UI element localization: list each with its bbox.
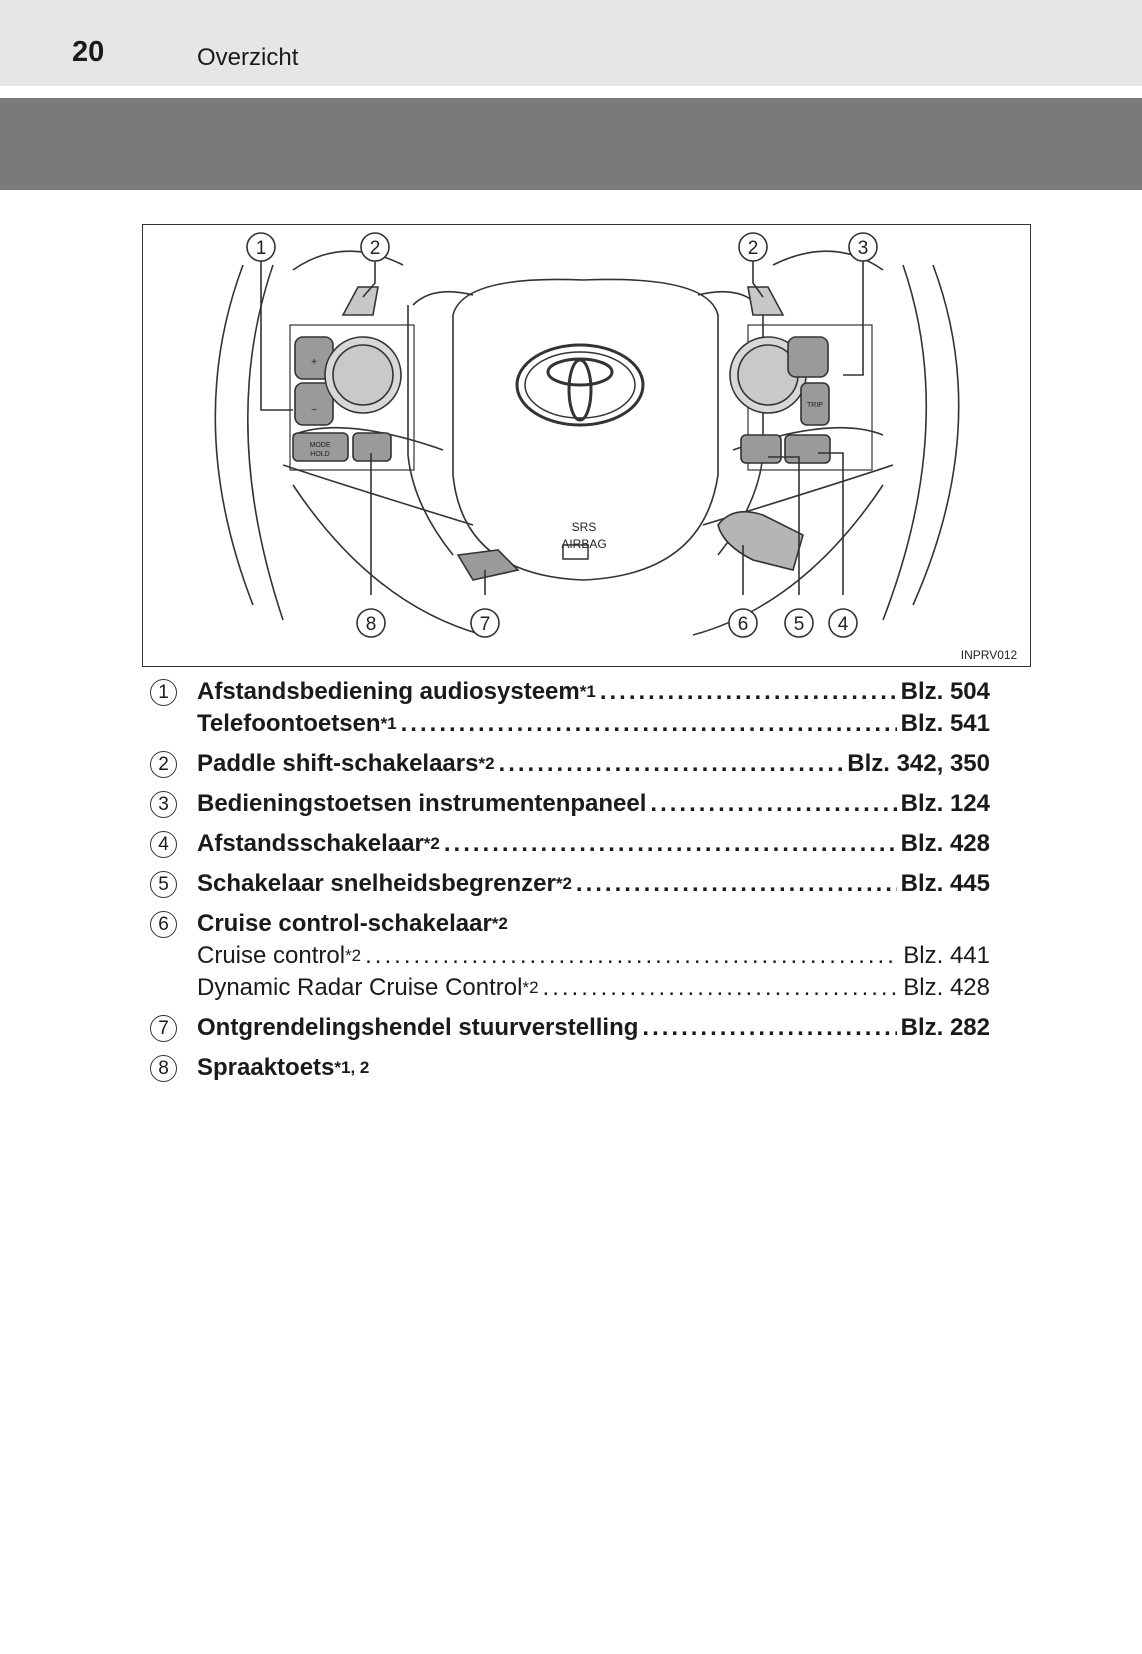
- item-line: Paddle shift-schakelaars*2..............…: [197, 748, 990, 780]
- section-title: Overzicht: [197, 44, 299, 71]
- list-item: 2 Paddle shift-schakelaars*2.............…: [150, 748, 990, 780]
- item-label: Telefoontoetsen: [197, 710, 381, 737]
- minus-label: −: [311, 405, 317, 416]
- figure-callout: 8: [366, 614, 377, 635]
- item-number-icon: 7: [150, 1015, 177, 1042]
- srs-label: SRS: [572, 520, 597, 534]
- page-reference[interactable]: Blz. 428: [903, 974, 990, 1001]
- page-reference[interactable]: Blz. 541: [900, 710, 990, 737]
- figure-callout: 1: [256, 238, 267, 259]
- trip-label: TRIP: [807, 402, 823, 409]
- item-number-icon: 6: [150, 911, 177, 938]
- figure-callout: 2: [748, 238, 759, 259]
- page-reference[interactable]: Blz. 445: [900, 870, 990, 897]
- hold-label: HOLD: [310, 451, 329, 458]
- item-line: Afstandsbediening audiosysteem*1........…: [197, 676, 990, 708]
- list-item: 5 Schakelaar snelheidsbegrenzer*2........…: [150, 868, 990, 900]
- item-label: Spraaktoets: [197, 1054, 335, 1081]
- item-line: Afstandsschakelaar*2....................…: [197, 828, 990, 860]
- list-item: 3 Bedieningstoetsen instrumentenpaneel...…: [150, 788, 990, 820]
- list-item: 7 Ontgrendelingshendel stuurverstelling..…: [150, 1012, 990, 1044]
- figure-callout: 3: [858, 238, 869, 259]
- item-label: Bedieningstoetsen instrumentenpaneel: [197, 790, 647, 817]
- item-label: Cruise control: [197, 942, 346, 969]
- dot-leader: ........................................…: [365, 942, 899, 969]
- item-line: Spraaktoets*1, 2: [197, 1052, 990, 1084]
- dot-leader: ........................................…: [400, 710, 897, 737]
- item-line: Telefoontoetsen*1.......................…: [197, 708, 990, 740]
- steering-wheel-illustration: 1 2 2 3 8 7 6 5 4 SRS AIRBAG MODE HOLD T…: [214, 232, 1018, 662]
- item-line: Cruise control*2........................…: [197, 940, 990, 972]
- list-item: 8 Spraaktoets*1, 2: [150, 1052, 990, 1084]
- item-label: Afstandsbediening audiosysteem: [197, 678, 580, 705]
- dot-leader: ........................................…: [542, 974, 900, 1001]
- component-list: 1 Afstandsbediening audiosysteem*1.......…: [150, 676, 990, 1084]
- page-reference[interactable]: Blz. 124: [900, 790, 990, 817]
- figure-callout: 7: [480, 614, 491, 635]
- item-label: Dynamic Radar Cruise Control: [197, 974, 523, 1001]
- plus-label: +: [311, 357, 317, 368]
- dot-leader: ........................................…: [642, 1014, 896, 1041]
- item-number-icon: 2: [150, 751, 177, 778]
- item-line: Ontgrendelingshendel stuurverstelling...…: [197, 1012, 990, 1044]
- steering-wheel-figure: 1 2 2 3 8 7 6 5 4 SRS AIRBAG MODE HOLD T…: [142, 224, 1031, 667]
- figure-callout: 5: [794, 614, 805, 635]
- item-label: Afstandsschakelaar: [197, 830, 424, 857]
- mode-label: MODE: [310, 442, 331, 449]
- item-label: Paddle shift-schakelaars: [197, 750, 479, 777]
- list-item: 1 Afstandsbediening audiosysteem*1.......…: [150, 676, 990, 740]
- figure-code: INPRV012: [961, 648, 1018, 662]
- figure-callout: 4: [838, 614, 849, 635]
- item-line: Cruise control-schakelaar*2: [197, 908, 990, 940]
- list-item: 4 Afstandsschakelaar*2...................…: [150, 828, 990, 860]
- item-line: Dynamic Radar Cruise Control*2..........…: [197, 972, 990, 1004]
- header-bar: [0, 0, 1142, 86]
- item-number-icon: 5: [150, 871, 177, 898]
- dot-leader: ........................................…: [650, 790, 896, 817]
- item-label: Schakelaar snelheidsbegrenzer: [197, 870, 556, 897]
- item-line: Schakelaar snelheidsbegrenzer*2.........…: [197, 868, 990, 900]
- page-reference[interactable]: Blz. 282: [900, 1014, 990, 1041]
- figure-callout: 6: [738, 614, 749, 635]
- item-line: Bedieningstoetsen instrumentenpaneel....…: [197, 788, 990, 820]
- page-reference[interactable]: Blz. 428: [900, 830, 990, 857]
- page-reference[interactable]: Blz. 342, 350: [847, 750, 990, 777]
- page-number: 20: [72, 36, 105, 68]
- item-number-icon: 1: [150, 679, 177, 706]
- dot-leader: ........................................…: [498, 750, 844, 777]
- page-reference[interactable]: Blz. 441: [903, 942, 990, 969]
- dot-leader: ........................................…: [443, 830, 897, 857]
- dot-leader: ........................................…: [599, 678, 897, 705]
- header-band: [0, 98, 1142, 190]
- figure-callout: 2: [370, 238, 381, 259]
- airbag-label: AIRBAG: [561, 537, 606, 551]
- item-number-icon: 4: [150, 831, 177, 858]
- item-number-icon: 3: [150, 791, 177, 818]
- item-label: Cruise control-schakelaar: [197, 910, 492, 937]
- item-label: Ontgrendelingshendel stuurverstelling: [197, 1014, 639, 1041]
- item-number-icon: 8: [150, 1055, 177, 1082]
- dot-leader: ........................................…: [575, 870, 897, 897]
- page-reference[interactable]: Blz. 504: [900, 678, 990, 705]
